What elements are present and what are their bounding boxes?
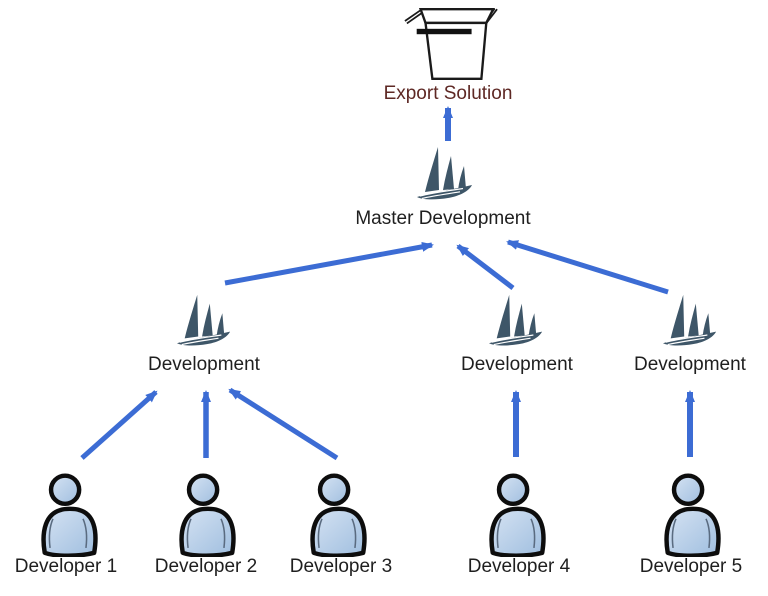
arrow-developer-3-to-development-1 [228,387,339,461]
node-development-1 [173,293,235,349]
development-2-label: Development [461,354,573,375]
export-solution-label: Export Solution [383,83,513,104]
dynamics-crm-icon [659,293,721,349]
developer-1-label: Developer 1 [14,556,118,577]
developer-5-label: Developer 5 [639,556,743,577]
person-icon [174,471,238,557]
open-box-icon [402,8,500,81]
node-developer-1 [36,471,100,557]
arrow-developer-1-to-development-1 [80,390,158,460]
node-developer-5 [659,471,723,557]
developer-2-label: Developer 2 [154,556,258,577]
development-3-label: Development [634,354,746,375]
developer-3-label: Developer 3 [289,556,393,577]
master-development-label: Master Development [355,208,531,229]
arrow-development-1-to-master-development [224,241,434,286]
dynamics-crm-icon [485,293,547,349]
node-export-solution [402,8,500,81]
person-icon [36,471,100,557]
arrow-development-3-to-master-development [506,239,669,295]
person-icon [659,471,723,557]
dynamics-crm-icon [173,293,235,349]
development-1-label: Development [148,354,260,375]
developer-4-label: Developer 4 [467,556,571,577]
node-master-development [413,145,477,203]
node-developer-2 [174,471,238,557]
arrow-development-2-to-master-development [456,244,515,290]
node-development-3 [659,293,721,349]
node-development-2 [485,293,547,349]
node-developer-4 [484,471,548,557]
dynamics-crm-icon [413,145,477,203]
person-icon [305,471,369,557]
node-developer-3 [305,471,369,557]
person-icon [484,471,548,557]
